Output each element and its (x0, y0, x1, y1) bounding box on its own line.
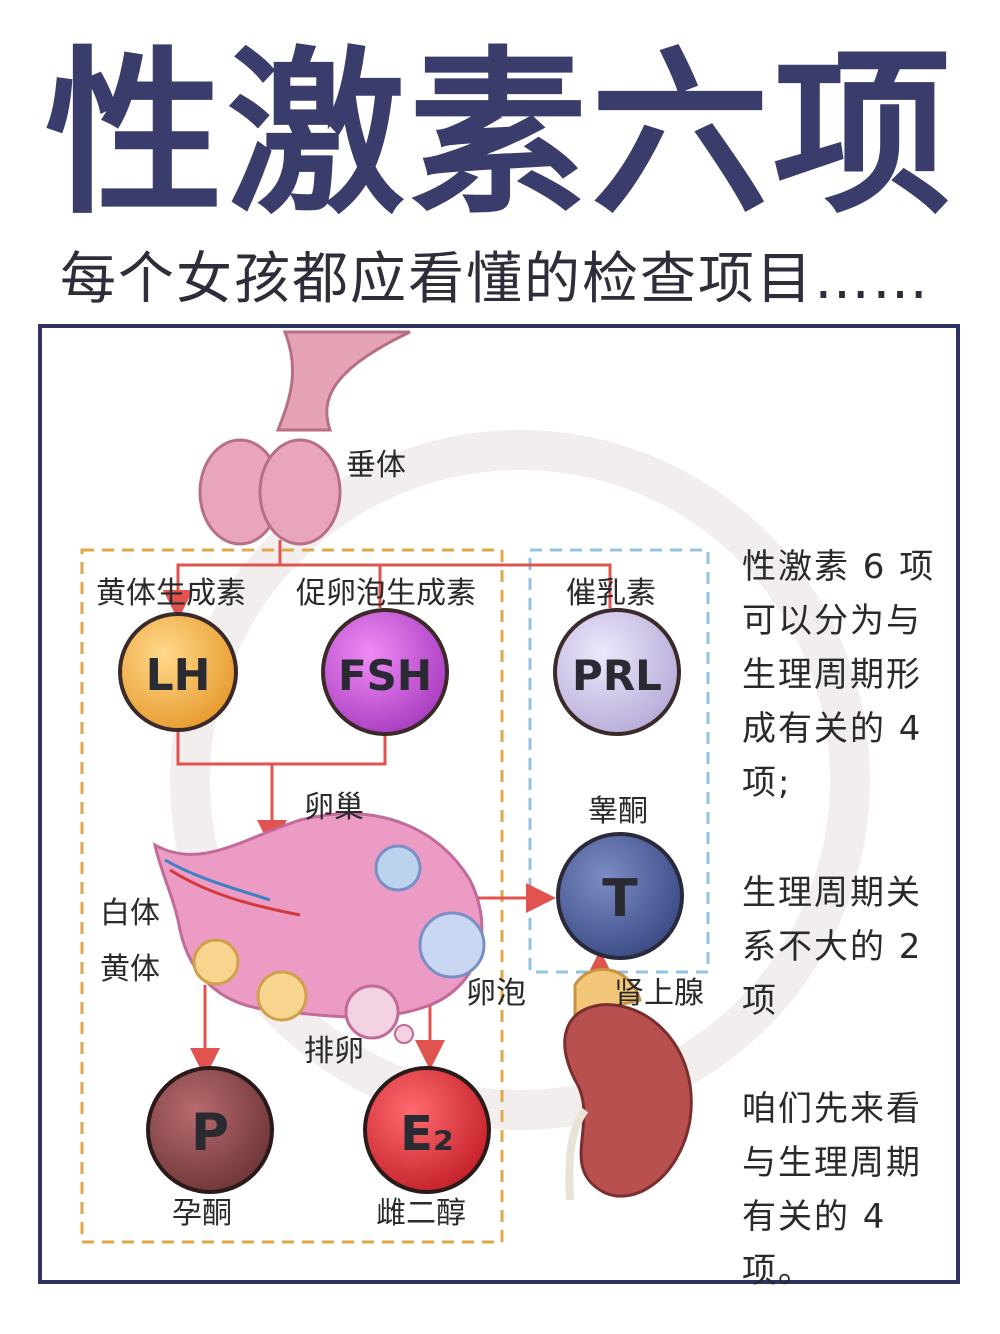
kidney-illustration (563, 968, 693, 1201)
ovulation-label: 排卵 (304, 1034, 364, 1069)
prl-sphere (553, 608, 681, 736)
testosterone-abbr: T (602, 869, 638, 929)
lh-sphere (118, 612, 238, 732)
pituitary-label: 垂体 (346, 448, 406, 483)
page-title: 性激素六项 (45, 31, 955, 238)
cycle-hormones-box (80, 548, 504, 1244)
white-body-label: 白体 (100, 896, 160, 931)
page-subtitle: 每个女孩都应看懂的检查项目…… (60, 247, 930, 312)
lh-name: 黄体生成素 (96, 576, 246, 611)
estradiol-abbr: E₂ (400, 1106, 454, 1162)
progesterone-sphere (146, 1066, 274, 1194)
watermark (170, 430, 870, 1130)
fsh-sphere (321, 608, 449, 736)
prl-abbr: PRL (572, 651, 662, 700)
lh-abbr: LH (146, 650, 211, 701)
estradiol-name: 雌二醇 (376, 1196, 466, 1231)
note-paragraph-3: 咱们先来看与生理周期有关的 4 项。 (742, 1089, 922, 1291)
corpus-luteum-label: 黄体 (100, 952, 160, 987)
connector-lines (163, 540, 615, 1078)
testosterone-name: 睾酮 (588, 794, 648, 829)
progesterone-abbr: P (191, 1103, 229, 1163)
adrenal-label: 肾上腺 (614, 976, 704, 1011)
fsh-name: 促卵泡生成素 (296, 576, 476, 611)
prl-name: 催乳素 (566, 576, 656, 611)
estradiol-sphere (363, 1066, 491, 1194)
note-paragraph-2: 生理周期关系不大的 2 项 (742, 873, 923, 1021)
ovary-illustration (152, 812, 486, 1044)
ovary-label: 卵巢 (304, 790, 364, 825)
pituitary-illustration (198, 330, 411, 546)
testosterone-sphere (556, 832, 684, 960)
follicle-label: 卵泡 (466, 976, 526, 1011)
progesterone-name: 孕酮 (172, 1196, 232, 1231)
fsh-abbr: FSH (338, 651, 432, 700)
note-paragraph-1: 性激素 6 项可以分为与生理周期形成有关的 4 项; (742, 547, 936, 803)
